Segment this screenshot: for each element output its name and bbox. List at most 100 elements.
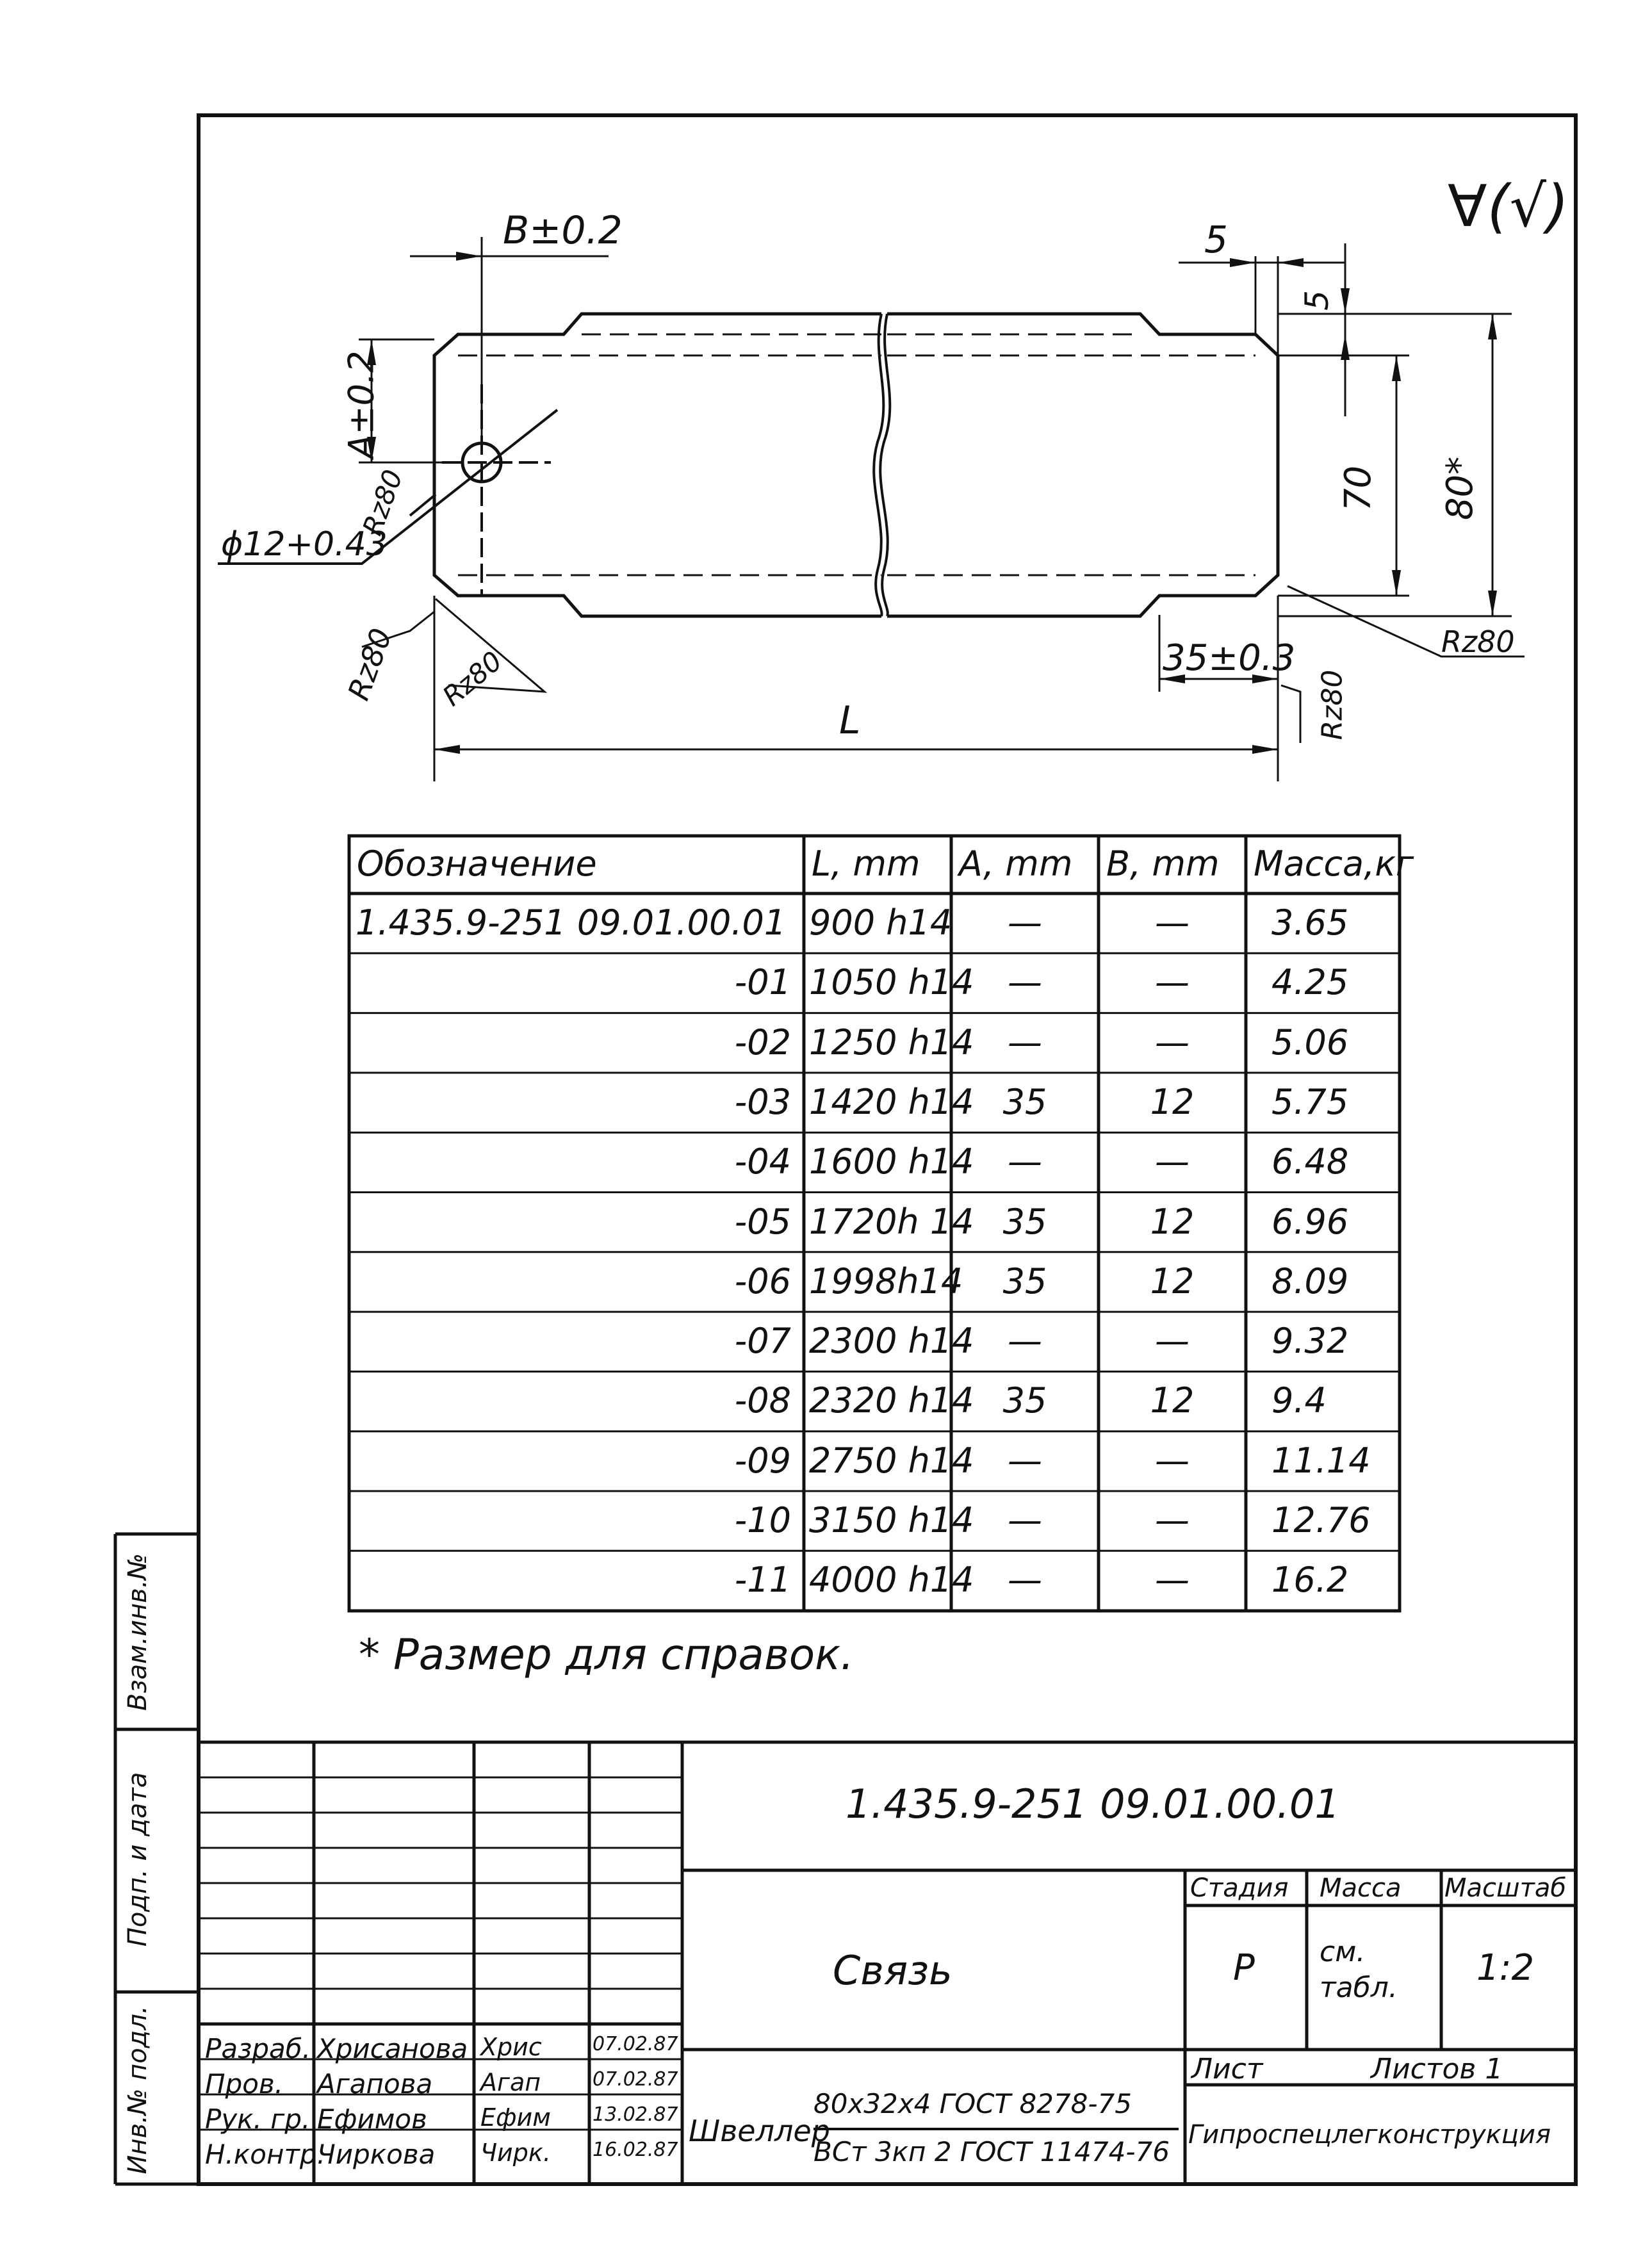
table-cell: — xyxy=(1008,962,1042,1003)
table-cell: — xyxy=(1008,1022,1042,1063)
mass-value: см. табл. xyxy=(1320,1936,1398,2004)
table-cell: -02 xyxy=(734,1022,791,1063)
table-header-cell: Обозначение xyxy=(357,844,597,884)
organization: Гипроспецлегконструкция xyxy=(1188,2120,1551,2150)
table-cell: — xyxy=(1155,1141,1190,1182)
signature-name: Агапова xyxy=(317,2068,433,2100)
table-cell: — xyxy=(1008,1141,1042,1182)
table-cell: 9.32 xyxy=(1271,1321,1349,1362)
dim-hole-diameter: ϕ12+0.43 xyxy=(221,525,388,564)
table-cell: — xyxy=(1155,902,1190,943)
rz-right-2: Rz80 xyxy=(1316,669,1349,740)
material-prefix: Швеллер xyxy=(689,2114,830,2148)
table-cell: 1050 h14 xyxy=(809,962,974,1003)
table-cell: 12 xyxy=(1150,1201,1195,1242)
signature-role: Н.контр. xyxy=(205,2139,325,2170)
table-cell: — xyxy=(1008,1440,1042,1481)
title-block-grid xyxy=(199,1740,1576,2184)
table-cell: 16.2 xyxy=(1271,1560,1349,1601)
sheets-label: Листов 1 xyxy=(1371,2053,1503,2085)
table-cell: -01 xyxy=(734,962,791,1003)
table-cell: 1600 h14 xyxy=(809,1141,974,1182)
stage-label: Стадия xyxy=(1190,1873,1289,1903)
table-cell: -09 xyxy=(734,1440,791,1481)
table-header-cell: A, mm xyxy=(959,844,1073,884)
table-cell: 2750 h14 xyxy=(809,1440,974,1481)
table-cell: 1420 h14 xyxy=(809,1081,974,1122)
signature-name: Ефимов xyxy=(317,2103,427,2135)
table-cell: — xyxy=(1008,1560,1042,1601)
dim-b: B±0.2 xyxy=(503,208,623,253)
table-cell: 9.4 xyxy=(1271,1380,1327,1421)
table-cell: 1250 h14 xyxy=(809,1022,974,1063)
surface-finish-mark: ∀(√) xyxy=(1448,173,1569,240)
table-header-cell: B, mm xyxy=(1106,844,1220,884)
scale-value: 1:2 xyxy=(1476,1947,1535,1989)
signature-role: Рук. гр. xyxy=(205,2103,311,2135)
material-line-2: ВСт 3кп 2 ГОСТ 11474-76 xyxy=(814,2136,1170,2167)
table-cell: 12 xyxy=(1150,1081,1195,1122)
reference-note: * Размер для справок. xyxy=(359,1630,854,1679)
signature-date: 07.02.87 xyxy=(593,2068,678,2091)
table-cell: -03 xyxy=(734,1081,791,1122)
table-cell: 5.06 xyxy=(1271,1022,1349,1063)
side-label-podp: Подп. и дата xyxy=(123,1772,152,1947)
table-cell: — xyxy=(1155,1022,1190,1063)
table-cell: 35 xyxy=(1002,1201,1047,1242)
material-fraction-bar xyxy=(814,2128,1179,2130)
table-cell: 1.435.9-251 09.01.00.01 xyxy=(356,902,787,943)
table-cell: — xyxy=(1008,1321,1042,1362)
table-cell: 6.48 xyxy=(1271,1141,1349,1182)
table-cell: 2300 h14 xyxy=(809,1321,974,1362)
table-cell: 3.65 xyxy=(1271,902,1349,943)
table-cell: 12 xyxy=(1150,1380,1195,1421)
table-cell: 2320 h14 xyxy=(809,1380,974,1421)
table-cell: 900 h14 xyxy=(809,902,952,943)
table-cell: 4000 h14 xyxy=(809,1560,974,1601)
signature-role: Разраб. xyxy=(205,2033,311,2064)
signature-sign: Хрис xyxy=(480,2033,542,2061)
dim-a: A±0.2 xyxy=(341,350,382,459)
side-label-vzam: Взам.инв.№ xyxy=(123,1553,152,1711)
table-cell: 3150 h14 xyxy=(809,1500,974,1540)
signature-name: Хрисанова xyxy=(317,2033,468,2064)
table-cell: — xyxy=(1008,902,1042,943)
table-cell: 5.75 xyxy=(1271,1081,1349,1122)
table-cell: 1720h 14 xyxy=(809,1201,974,1242)
table-cell: 12.76 xyxy=(1271,1500,1371,1540)
table-cell: — xyxy=(1155,1440,1190,1481)
table-cell: 35 xyxy=(1002,1380,1047,1421)
table-cell: -08 xyxy=(734,1380,791,1421)
table-grid xyxy=(347,834,1402,1613)
table-cell: 1998h14 xyxy=(809,1260,963,1301)
table-header-cell: L, mm xyxy=(812,844,920,884)
table-cell: 6.96 xyxy=(1271,1201,1349,1242)
table-cell: 35 xyxy=(1002,1081,1047,1122)
table-cell: — xyxy=(1155,1560,1190,1601)
part-name: Связь xyxy=(833,1947,952,1994)
dim-length: L xyxy=(839,698,861,743)
doc-number: 1.435.9-251 09.01.00.01 xyxy=(846,1781,1340,1827)
signature-role: Пров. xyxy=(205,2068,284,2100)
table-cell: — xyxy=(1008,1500,1042,1540)
table-cell: — xyxy=(1155,1321,1190,1362)
table-cell: -05 xyxy=(734,1201,791,1242)
table-cell: -07 xyxy=(734,1321,791,1362)
material-line-1: 80x32x4 ГОСТ 8278-75 xyxy=(814,2088,1132,2119)
part-view xyxy=(432,312,1280,618)
table-cell: 35 xyxy=(1002,1260,1047,1301)
table-cell: -10 xyxy=(734,1500,791,1540)
rz-right-1: Rz80 xyxy=(1441,624,1515,659)
signature-date: 07.02.87 xyxy=(593,2033,678,2055)
dim-70: 70 xyxy=(1337,465,1380,512)
table-cell: -06 xyxy=(734,1260,791,1301)
stage-value: Р xyxy=(1233,1947,1255,1989)
mass-label: Масса xyxy=(1320,1873,1402,1903)
signature-sign: Агап xyxy=(480,2068,541,2096)
signature-date: 16.02.87 xyxy=(593,2139,678,2161)
sheet-label: Лист xyxy=(1191,2053,1263,2085)
dim-35: 35±0.3 xyxy=(1163,637,1296,679)
table-cell: 8.09 xyxy=(1271,1260,1349,1301)
table-cell: 4.25 xyxy=(1271,962,1349,1003)
